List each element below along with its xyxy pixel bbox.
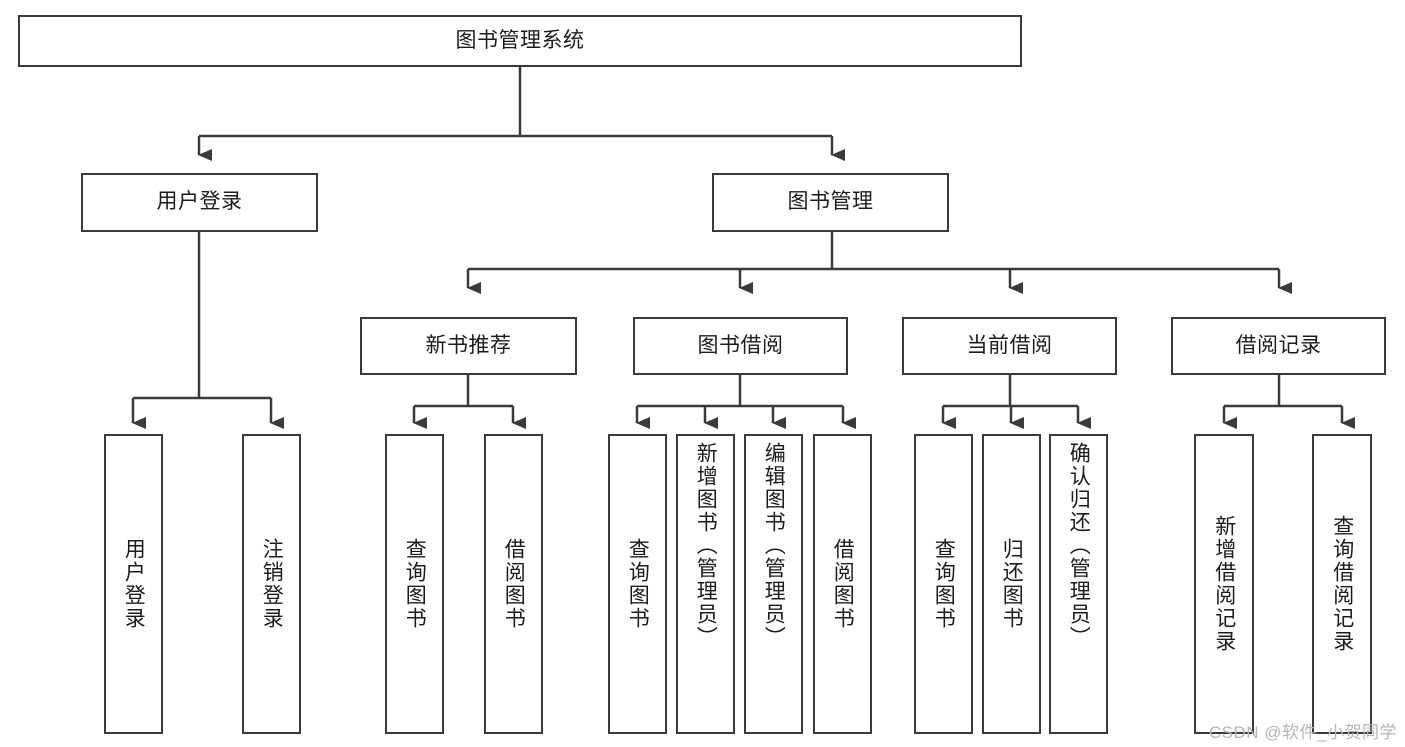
node-label: 图书借阅 <box>697 333 784 357</box>
node-label: 确认归还（管理员） <box>1067 442 1091 649</box>
node-label: 查询借阅记录 <box>1330 515 1354 653</box>
leaf-logout-login[interactable]: 注销登录 <box>242 434 301 734</box>
borrow-record-to-leaves-connectors <box>1222 375 1355 429</box>
node-label: 归还图书 <box>1000 538 1024 630</box>
node-label: 借阅图书 <box>831 538 855 630</box>
node-label: 借阅记录 <box>1235 333 1322 357</box>
leaf-query-book-borrow[interactable]: 查询图书 <box>608 434 667 734</box>
node-label: 查询图书 <box>403 538 427 630</box>
node-label: 新书推荐 <box>425 333 512 357</box>
leaf-query-borrow-record[interactable]: 查询借阅记录 <box>1312 434 1372 734</box>
leaf-add-book-admin[interactable]: 新增图书（管理员） <box>676 434 735 734</box>
leaf-edit-book-admin[interactable]: 编辑图书（管理员） <box>744 434 803 734</box>
current-borrow-to-leaves-connectors <box>941 375 1091 429</box>
node-new-book-recommend[interactable]: 新书推荐 <box>360 317 577 375</box>
leaf-confirm-return-admin[interactable]: 确认归还（管理员） <box>1049 434 1108 734</box>
new-book-to-leaves-connectors <box>412 375 526 429</box>
node-label: 注销登录 <box>260 538 284 630</box>
node-borrow-record[interactable]: 借阅记录 <box>1171 317 1386 375</box>
book-borrow-to-leaves-connectors <box>635 375 856 429</box>
node-label: 用户登录 <box>156 190 243 214</box>
node-label: 当前借阅 <box>966 333 1053 357</box>
book-manage-to-level3-connectors <box>466 232 1292 294</box>
leaf-borrow-book[interactable]: 借阅图书 <box>813 434 872 734</box>
node-label: 新增借阅记录 <box>1212 515 1236 653</box>
leaf-add-borrow-record[interactable]: 新增借阅记录 <box>1194 434 1254 734</box>
node-label: 查询图书 <box>932 538 956 630</box>
root-to-level2-connectors <box>197 67 845 161</box>
node-current-borrow[interactable]: 当前借阅 <box>902 317 1117 375</box>
leaf-borrow-book-recommend[interactable]: 借阅图书 <box>484 434 543 734</box>
node-label: 图书管理 <box>787 190 874 214</box>
node-user-login[interactable]: 用户登录 <box>81 173 318 232</box>
leaf-return-book[interactable]: 归还图书 <box>982 434 1041 734</box>
csdn-watermark: CSDN @软件_小贺同学 <box>1208 723 1397 742</box>
user-login-to-leaves-connectors <box>131 232 284 429</box>
node-book-management[interactable]: 图书管理 <box>712 173 949 232</box>
node-label: 编辑图书（管理员） <box>762 442 786 649</box>
leaf-query-book-recommend[interactable]: 查询图书 <box>385 434 444 734</box>
node-label: 查询图书 <box>626 538 650 630</box>
node-label: 借阅图书 <box>502 538 526 630</box>
leaf-query-book-current[interactable]: 查询图书 <box>914 434 973 734</box>
node-label: 图书管理系统 <box>455 28 585 52</box>
leaf-user-login[interactable]: 用户登录 <box>104 434 163 734</box>
node-book-borrow[interactable]: 图书借阅 <box>633 317 848 375</box>
node-label: 用户登录 <box>122 538 146 630</box>
node-root-book-management-system[interactable]: 图书管理系统 <box>18 15 1022 67</box>
node-label: 新增图书（管理员） <box>694 442 718 649</box>
